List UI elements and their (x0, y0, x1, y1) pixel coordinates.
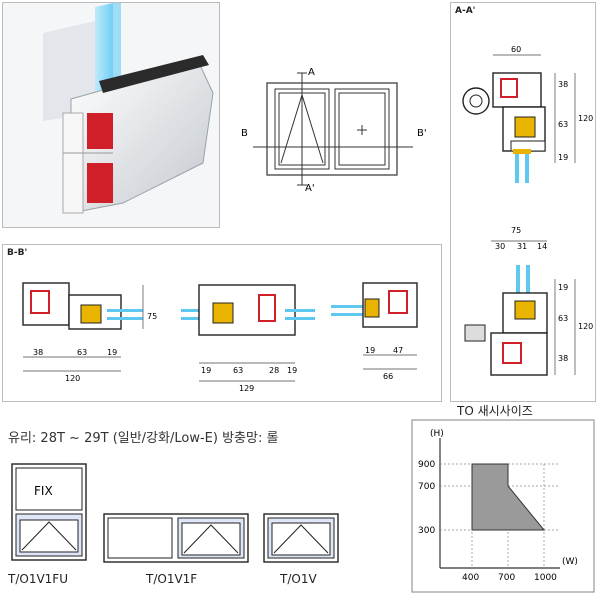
elevation-drawing: A A' B B' (241, 67, 427, 194)
bb-right-profile (331, 282, 418, 328)
bb-dim-m19b: 19 (287, 366, 297, 375)
aa-dim-38b: 38 (558, 354, 568, 363)
x-tick-2: 1000 (534, 573, 557, 583)
bb-dim-m28: 28 (269, 366, 279, 375)
bb-left-profile (22, 282, 143, 330)
aa-gasket-lower (514, 300, 536, 320)
section-aa-panel: A-A' 60 38 63 19 120 (450, 2, 596, 402)
y-axis-label: (H) (430, 429, 444, 439)
aa-dim-38: 38 (558, 80, 568, 89)
bb-dim-38: 38 (33, 348, 43, 357)
bb-dim-m129: 129 (239, 384, 254, 393)
aa-glass-lower-2 (526, 265, 530, 295)
fixed-glass (338, 92, 386, 166)
aa-dim-14: 14 (537, 242, 547, 251)
roller-housing (462, 87, 490, 115)
label-a-prime: A' (305, 183, 315, 194)
aa-upper-profile (462, 72, 546, 183)
aa-dim-19: 19 (558, 153, 568, 162)
section-aa-drawing: 60 38 63 19 120 75 30 31 14 19 63 38 120 (462, 45, 593, 376)
x-tick-1: 700 (498, 573, 515, 583)
window-type-fu: FIX (11, 463, 87, 561)
outer-frame (266, 82, 398, 176)
label-a: A (308, 67, 315, 78)
section-aa-label: A-A' (455, 6, 476, 16)
y-tick-2: 900 (418, 460, 435, 470)
bb-dim-120: 120 (65, 374, 80, 383)
aa-dim-120b: 120 (578, 322, 593, 331)
aa-dim-63b: 63 (558, 314, 568, 323)
x-tick-0: 400 (462, 573, 479, 583)
bb-dim-m19a: 19 (201, 366, 211, 375)
aa-lower-profile (464, 265, 548, 376)
section-bb-label: B-B' (7, 248, 28, 258)
reinforcement-upper (87, 113, 113, 149)
section-bb-drawing: 75 38 63 19 120 19 63 28 19 129 (22, 282, 418, 393)
window-type-1v (263, 513, 339, 563)
glass-edge (113, 3, 121, 93)
aa-glass-lower-1 (516, 265, 520, 295)
aa-dim-120: 120 (578, 114, 593, 123)
y-tick-0: 300 (418, 526, 435, 536)
section-bb-panel: B-B' 75 38 63 19 120 19 63 (2, 244, 442, 402)
top-gasket (99, 55, 209, 93)
window-type-1v-caption: T/O1V (280, 572, 317, 586)
window-type-1f-caption: T/O1V1F (146, 572, 198, 586)
glass-pane (95, 3, 113, 99)
profile-3d-illustration (43, 3, 214, 214)
label-b: B (241, 128, 248, 139)
aa-glass-upper-1 (515, 153, 519, 183)
profile-face (62, 112, 84, 214)
size-area (471, 463, 546, 531)
bb-middle-profile (181, 284, 315, 336)
y-tick-1: 700 (418, 482, 435, 492)
bb-dim-75: 75 (147, 312, 157, 321)
fixed-sash (334, 88, 390, 170)
bb-dim-r66: 66 (383, 372, 393, 381)
profile-3d-panel (2, 2, 220, 228)
x-axis-label: (W) (562, 557, 578, 567)
aa-dim-60: 60 (511, 45, 521, 54)
window-type-1f (103, 513, 249, 563)
sash-size-chart: 300 700 900 400 700 1000 (H) (W) (411, 419, 595, 593)
bb-dim-63: 63 (77, 348, 87, 357)
aa-dim-75: 75 (511, 226, 521, 235)
aa-glass-upper-2 (525, 153, 529, 183)
aa-dim-19b: 19 (558, 283, 568, 292)
fix-label: FIX (34, 484, 53, 498)
bb-dim-m63: 63 (233, 366, 243, 375)
aa-handle (464, 324, 486, 342)
aa-gasket-upper (514, 116, 536, 138)
glass-spec-note: 유리: 28T ~ 29T (일반/강화/Low-E) 방충망: 롤 (8, 431, 279, 446)
bb-dim-19: 19 (107, 348, 117, 357)
bb-dim-r47: 47 (393, 346, 403, 355)
aa-dim-31: 31 (517, 242, 527, 251)
chart-title: TO 새시사이즈 (457, 404, 533, 418)
reinforcement-lower (87, 163, 113, 203)
bb-dim-r19: 19 (365, 346, 375, 355)
aa-dim-30: 30 (495, 242, 505, 251)
label-b-prime: B' (417, 128, 427, 139)
aa-dim-63: 63 (558, 120, 568, 129)
window-type-fu-caption: T/O1V1FU (8, 572, 68, 586)
